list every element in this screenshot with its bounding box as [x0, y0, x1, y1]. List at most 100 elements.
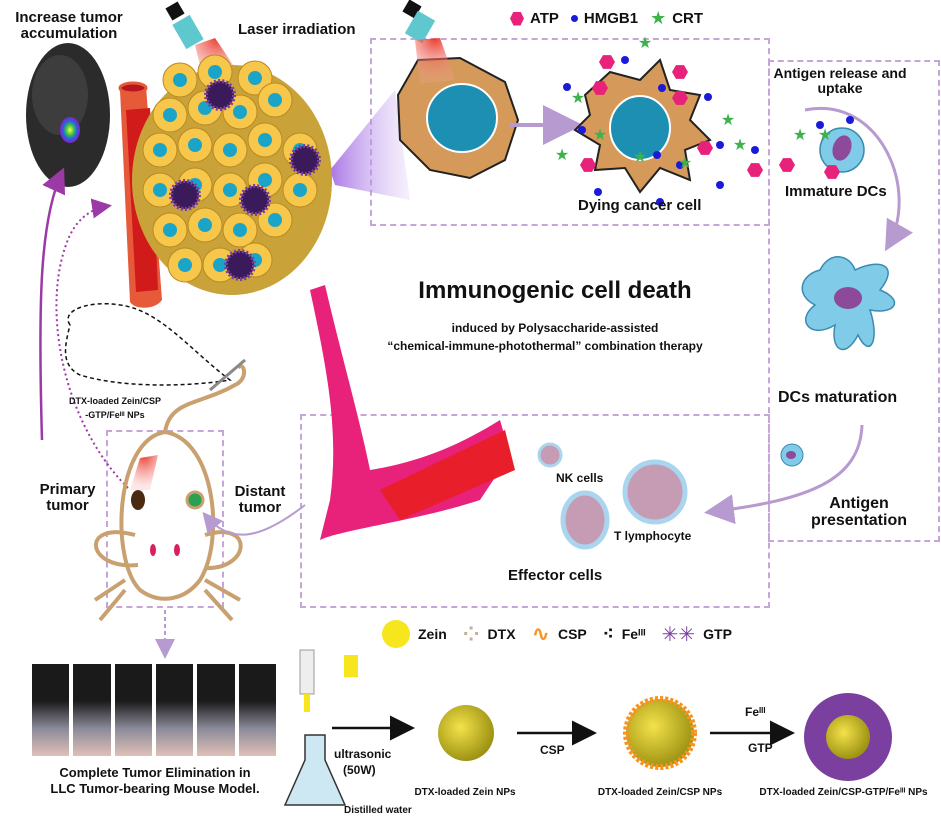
- distant-arrow: [202, 504, 306, 536]
- dying-cancer-cell: [573, 58, 712, 194]
- tumor-cell-nucleus: [188, 138, 202, 152]
- crt-particle: ★: [571, 90, 585, 107]
- gtp-step-label: GTP: [748, 741, 773, 755]
- mouse-photo: [238, 664, 276, 756]
- atp-particle: [697, 141, 713, 155]
- dtx-cluster-icon: ⁘: [462, 623, 480, 646]
- nk-cell: [622, 459, 688, 525]
- material-legend: Zein ⁘DTX ∿CSP ⁖Feᴵᴵᴵ ✳✳GTP: [382, 620, 732, 648]
- fluorescence-image: [26, 43, 110, 187]
- cancer-cell: [396, 0, 520, 180]
- atp-particle: [672, 65, 688, 79]
- zein-csp-np: [623, 696, 697, 770]
- zein-nps-label: DTX-loaded Zein NPs: [414, 787, 516, 798]
- crt-particle: ★: [678, 155, 692, 172]
- np-callout: [64, 303, 232, 386]
- tumor-cell-nucleus: [153, 183, 167, 197]
- atp-legend: ATP: [510, 10, 559, 27]
- hmgb1-particle: [716, 141, 724, 149]
- tumor-cell-nucleus: [208, 65, 222, 79]
- increase-accumulation-label: Increase tumor accumulation: [15, 9, 123, 42]
- hmgb1-particle: [594, 188, 602, 196]
- distilled-water-label: Distilled water: [344, 805, 412, 816]
- nanoparticle: [239, 184, 271, 216]
- tumor-cell-nucleus: [163, 108, 177, 122]
- atp-particle: [824, 165, 840, 179]
- crt-particle: ★: [818, 127, 832, 144]
- np-injection-label-1: DTX-loaded Zein/CSP: [68, 396, 161, 406]
- tumor-cell-nucleus: [293, 183, 307, 197]
- icd-subtitle-2: “chemical-immune-photothermal” combinati…: [387, 339, 703, 353]
- tumor-cell-nucleus: [233, 223, 247, 237]
- tumor-mass: [132, 54, 332, 295]
- tumor-cell-nucleus: [198, 101, 212, 115]
- atp-hexagon-icon: [510, 11, 524, 26]
- nanoparticle: [289, 144, 321, 176]
- atp-particle: [580, 158, 596, 172]
- pipette: [299, 649, 358, 712]
- fe-step-label: Feᴵᴵᴵ: [745, 705, 766, 719]
- tumor-cell-nucleus: [223, 143, 237, 157]
- mouse-photo: [155, 664, 194, 756]
- hmgb1-particle: [704, 93, 712, 101]
- effector-frame: [300, 414, 770, 608]
- distant-tumor-label: Distant tumor: [234, 483, 286, 516]
- hmgb1-particle: [578, 126, 586, 134]
- crt-particle: ★: [793, 127, 807, 144]
- crt-particle: ★: [638, 35, 652, 52]
- zein-np: [438, 705, 494, 761]
- csp-step-label: CSP: [540, 743, 565, 757]
- dotted-accumulation-arrow: [55, 198, 129, 489]
- crt-particle: ★: [633, 149, 647, 166]
- tumor-cell-nucleus: [173, 73, 187, 87]
- hmgb1-particle: [563, 83, 571, 91]
- flask: [283, 734, 347, 806]
- hmgb1-particle: [816, 121, 824, 129]
- icd-subtitle-1: induced by Polysaccharide-assisted: [451, 321, 659, 335]
- atp-particle: [779, 158, 795, 172]
- tumor-cell-nucleus: [268, 93, 282, 107]
- crt-legend: ★CRT: [650, 8, 704, 28]
- hmgb1-dot-icon: [570, 15, 578, 22]
- fe-legend: ⁖Feᴵᴵᴵ: [602, 626, 646, 643]
- atp-particle: [672, 91, 688, 105]
- crt-particle: ★: [593, 127, 607, 144]
- hmgb1-particle: [846, 116, 854, 124]
- tumor-cell-nucleus: [198, 218, 212, 232]
- primary-tumor-label: Primary tumor: [39, 481, 96, 514]
- zein-sphere-icon: [382, 620, 410, 648]
- tumor-cell-nucleus: [233, 105, 247, 119]
- ultrasonic-label: ultrasonic: [334, 747, 392, 761]
- zein-csp-nps-label: DTX-loaded Zein/CSP NPs: [597, 787, 723, 798]
- presenting-dc: [780, 443, 804, 467]
- mouse-caption-1: Complete Tumor Elimination in: [59, 765, 251, 780]
- csp-legend: ∿CSP: [531, 621, 587, 646]
- crt-star-icon: ★: [650, 8, 667, 28]
- icd-title: Immunogenic cell death: [418, 277, 692, 304]
- tumor-cell-nucleus: [163, 223, 177, 237]
- fe-dots-icon: ⁖: [602, 626, 614, 643]
- nanoparticle: [224, 249, 256, 281]
- csp-squiggle-icon: ∿: [531, 621, 550, 646]
- final-nps-label: DTX-loaded Zein/CSP-GTP/Feᴵᴵᴵ NPs: [759, 787, 928, 798]
- damp-legend: ATP HMGB1 ★CRT: [510, 8, 703, 29]
- mouse-photo: [197, 664, 235, 756]
- power-label: (50W): [343, 763, 376, 777]
- atp-particle: [592, 81, 608, 95]
- hmgb1-particle: [658, 84, 666, 92]
- nanoparticle: [169, 179, 201, 211]
- distant-tumor-mark: [185, 490, 205, 510]
- accumulation-arrow: [39, 167, 66, 441]
- nanoparticle: [204, 79, 236, 111]
- antigen-release-label: Antigen release and uptake: [773, 65, 907, 96]
- hmgb1-particle: [621, 56, 629, 64]
- immature-dc: [819, 127, 865, 173]
- effector-vessel: [310, 285, 515, 540]
- mouse-laser: [130, 455, 158, 490]
- mouse-photo: [114, 664, 152, 756]
- hmgb1-particle: [716, 181, 724, 189]
- laser-irradiation-label: Laser irradiation: [238, 21, 356, 38]
- crt-particle: ★: [733, 137, 747, 154]
- primary-tumor-mark: [131, 490, 145, 510]
